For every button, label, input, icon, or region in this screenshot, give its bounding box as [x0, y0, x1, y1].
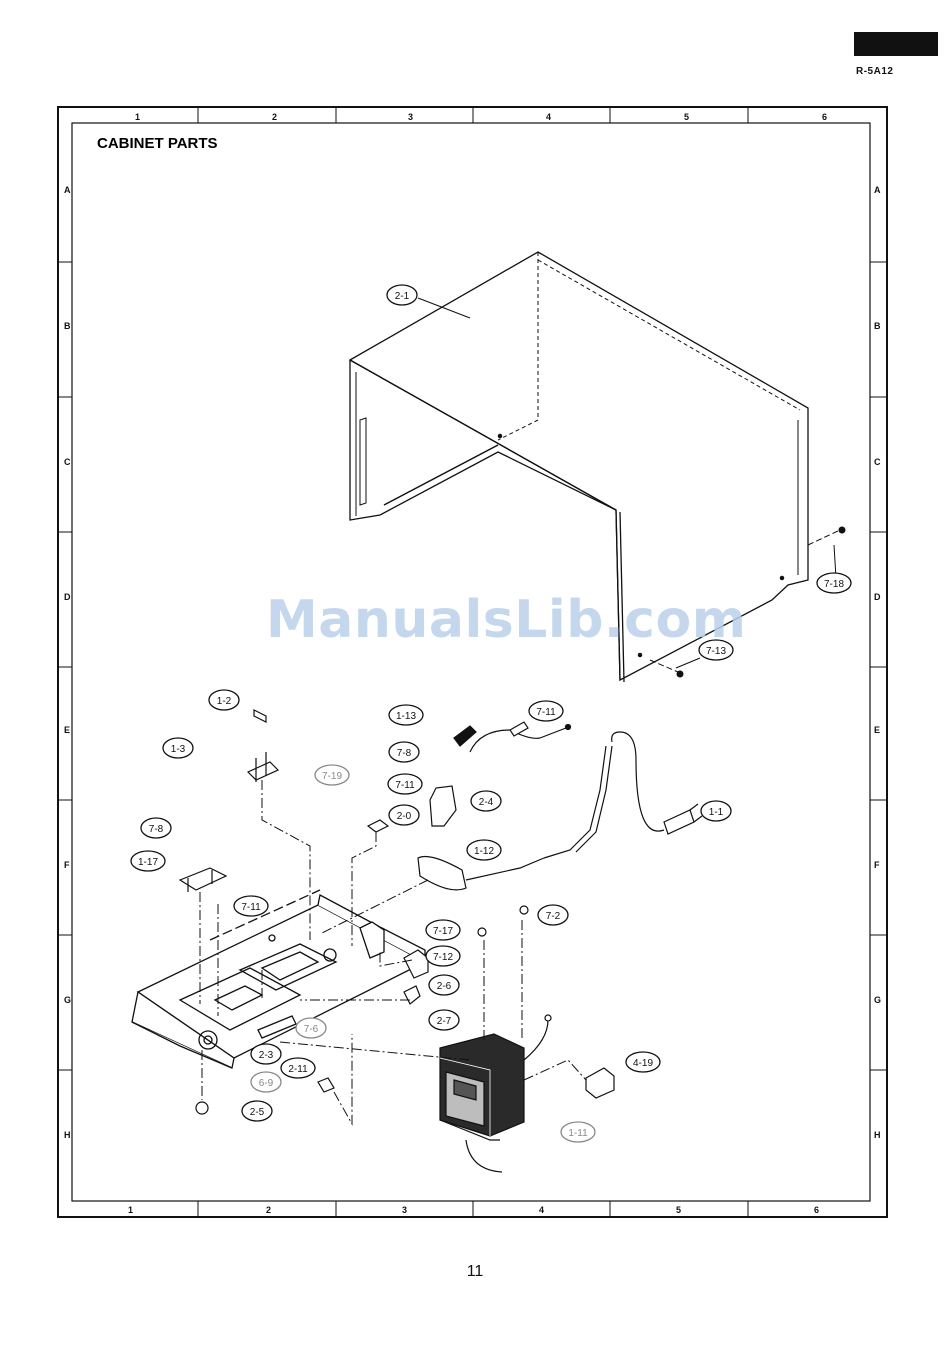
callout-2-3: 2-3 [251, 1044, 281, 1064]
callout-label: 7-6 [304, 1024, 319, 1035]
grid-row-left-H: H [64, 1130, 71, 1140]
callout-label: 2-3 [259, 1050, 274, 1061]
callout-4-19: 4-19 [626, 1052, 660, 1072]
callout-label: 1-12 [474, 846, 494, 857]
grid-row-right-C: C [874, 457, 881, 467]
grid-col-bottom-1: 1 [128, 1205, 133, 1215]
grid-row-left-G: G [64, 995, 71, 1005]
callout-label: 4-19 [633, 1058, 653, 1069]
callout-2-11: 2-11 [281, 1058, 315, 1078]
callout-label: 7-19 [322, 771, 342, 782]
grid-col-top-6: 6 [822, 112, 827, 122]
callout-label: 1-17 [138, 857, 158, 868]
grid-col-bottom-5: 5 [676, 1205, 681, 1215]
callout-label: 2-1 [395, 291, 410, 302]
grid-row-left-C: C [64, 457, 71, 467]
callout-1-2: 1-2 [209, 690, 239, 710]
grid-row-right-D: D [874, 592, 881, 602]
grid-col-bottom-6: 6 [814, 1205, 819, 1215]
callout-label: 2-0 [397, 811, 412, 822]
callout-6-9: 6-9 [251, 1072, 281, 1092]
callout-label: 2-4 [479, 797, 494, 808]
callout-label: 6-9 [259, 1078, 274, 1089]
grid-row-left-B: B [64, 321, 71, 331]
grid-row-right-H: H [874, 1130, 881, 1140]
callout-label: 2-7 [437, 1016, 452, 1027]
callout-1-13: 1-13 [389, 705, 423, 725]
callout-7-2: 7-2 [538, 905, 568, 925]
callout-label: 1-13 [396, 711, 416, 722]
callout-label: 7-8 [397, 748, 412, 759]
callout-1-1: 1-1 [701, 801, 731, 821]
callout-label: 7-11 [395, 780, 415, 791]
callout-label: 7-11 [241, 902, 261, 913]
callout-1-3: 1-3 [163, 738, 193, 758]
callout-label: 7-17 [433, 926, 453, 937]
diagram-title: CABINET PARTS [97, 135, 218, 152]
grid-row-right-A: A [874, 185, 881, 195]
callout-7-8: 7-8 [141, 818, 171, 838]
grid-col-top-3: 3 [408, 112, 413, 122]
grid-col-bottom-2: 2 [266, 1205, 271, 1215]
callout-1-12: 1-12 [467, 840, 501, 860]
callout-7-18: 7-18 [817, 573, 851, 593]
callout-7-11: 7-11 [529, 701, 563, 721]
grid-row-right-G: G [874, 995, 881, 1005]
grid-row-left-A: A [64, 185, 71, 195]
transformer-drawing [440, 1015, 551, 1172]
callout-7-17: 7-17 [426, 920, 460, 940]
callout-label: 2-11 [288, 1064, 308, 1075]
callout-label: 2-5 [250, 1107, 265, 1118]
grid-col-bottom-4: 4 [539, 1205, 544, 1215]
callout-label: 1-1 [709, 807, 724, 818]
callout-label: 7-18 [824, 579, 844, 590]
callout-label: 1-11 [568, 1128, 588, 1139]
callout-2-1: 2-1 [387, 285, 417, 305]
callout-2-5: 2-5 [242, 1101, 272, 1121]
callout-7-8: 7-8 [389, 742, 419, 762]
callout-7-11: 7-11 [388, 774, 422, 794]
grid-row-left-E: E [64, 725, 70, 735]
watermark: ManualsLib.com [266, 590, 746, 650]
grid-row-left-D: D [64, 592, 71, 602]
callout-7-12: 7-12 [426, 946, 460, 966]
callout-1-17: 1-17 [131, 851, 165, 871]
grid-col-top-2: 2 [272, 112, 277, 122]
callout-2-6: 2-6 [429, 975, 459, 995]
callout-label: 7-11 [536, 707, 556, 718]
grid-row-right-F: F [874, 860, 880, 870]
grid-row-right-E: E [874, 725, 880, 735]
callout-2-0: 2-0 [389, 805, 419, 825]
callout-7-19: 7-19 [315, 765, 349, 785]
grid-col-top-1: 1 [135, 112, 140, 122]
callout-label: 7-2 [546, 911, 561, 922]
callout-label: 2-6 [437, 981, 452, 992]
grid-col-bottom-3: 3 [402, 1205, 407, 1215]
callout-1-11: 1-11 [561, 1122, 595, 1142]
callout-7-6: 7-6 [296, 1018, 326, 1038]
grid-col-top-4: 4 [546, 112, 551, 122]
grid-row-left-F: F [64, 860, 70, 870]
callout-label: 7-8 [149, 824, 164, 835]
base-plate-drawing [132, 890, 425, 1068]
callout-label: 1-3 [171, 744, 186, 755]
callout-2-4: 2-4 [471, 791, 501, 811]
callout-7-11: 7-11 [234, 896, 268, 916]
callout-label: 1-2 [217, 696, 232, 707]
page-number: 11 [0, 1263, 950, 1281]
callout-label: 7-12 [433, 952, 453, 963]
callout-2-7: 2-7 [429, 1010, 459, 1030]
grid-col-top-5: 5 [684, 112, 689, 122]
grid-row-right-B: B [874, 321, 881, 331]
